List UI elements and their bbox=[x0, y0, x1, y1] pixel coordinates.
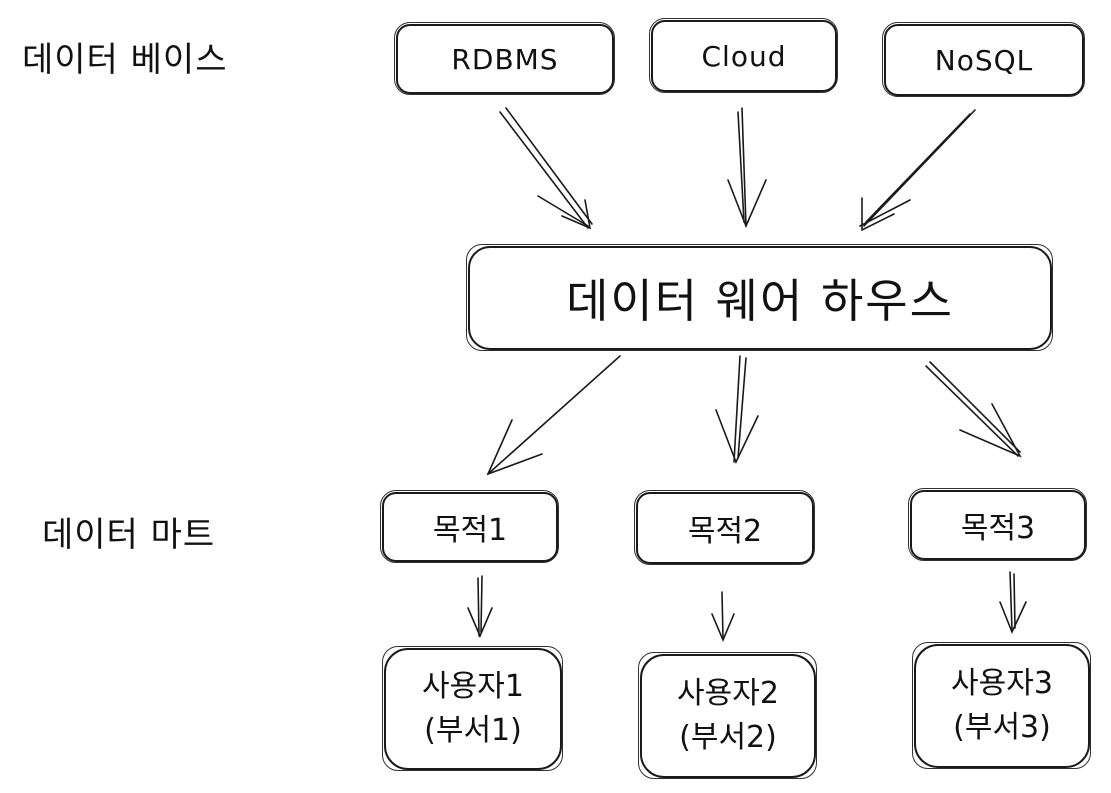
user-1-dept: (부서1) bbox=[424, 713, 522, 748]
user-2-box: 사용자2 (부서2) bbox=[638, 652, 817, 779]
arrow-warehouse-to-mart1 bbox=[486, 355, 621, 476]
mart-1-box: 목적1 bbox=[380, 490, 559, 563]
source-cloud-label: Cloud bbox=[701, 39, 787, 73]
mart-3-box: 목적3 bbox=[908, 488, 1087, 561]
arrow-warehouse-to-mart2 bbox=[715, 355, 759, 465]
user-1-box: 사용자1 (부서1) bbox=[382, 646, 563, 771]
mart-3-label: 목적3 bbox=[960, 511, 1036, 546]
arrow-nosql-to-warehouse bbox=[859, 109, 976, 232]
arrow-cloud-to-warehouse bbox=[727, 107, 767, 229]
mart-1-label: 목적1 bbox=[432, 513, 508, 548]
database-tier-label: 데이터 베이스 bbox=[22, 40, 228, 80]
arrow-mart3-to-user3 bbox=[999, 571, 1027, 635]
arrow-rdbms-to-warehouse bbox=[499, 107, 593, 230]
data-warehouse-label: 데이터 웨어 하우스 bbox=[566, 274, 954, 328]
user-1-name: 사용자1 bbox=[422, 669, 524, 704]
mart-tier-label: 데이터 마트 bbox=[42, 515, 216, 555]
mart-2-label: 목적2 bbox=[687, 514, 763, 549]
user-3-name: 사용자3 bbox=[951, 666, 1053, 701]
arrow-warehouse-to-mart3 bbox=[925, 361, 1022, 458]
source-cloud-box: Cloud bbox=[649, 18, 838, 93]
arrow-mart1-to-user1 bbox=[467, 575, 493, 639]
user-3-dept: (부서3) bbox=[953, 710, 1051, 745]
source-rdbms-label: RDBMS bbox=[451, 42, 559, 76]
source-nosql-label: NoSQL bbox=[934, 43, 1034, 77]
data-warehouse-box: 데이터 웨어 하우스 bbox=[466, 244, 1053, 351]
source-nosql-box: NoSQL bbox=[882, 22, 1085, 97]
user-2-dept: (부서2) bbox=[679, 720, 777, 755]
arrow-mart2-to-user2 bbox=[711, 591, 735, 643]
user-3-box: 사용자3 (부서3) bbox=[912, 642, 1091, 769]
user-2-name: 사용자2 bbox=[677, 676, 779, 711]
mart-2-box: 목적2 bbox=[634, 490, 815, 565]
source-rdbms-box: RDBMS bbox=[394, 22, 615, 95]
